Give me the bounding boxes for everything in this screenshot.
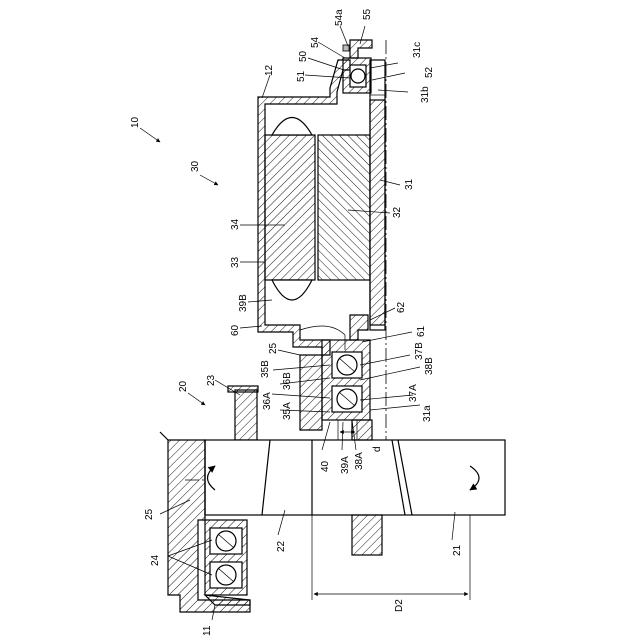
label-37A: 37A: [408, 384, 419, 402]
label-23: 23: [206, 374, 217, 386]
label-51: 51: [296, 70, 307, 82]
label-39A: 39A: [340, 456, 351, 474]
label-52: 52: [424, 66, 435, 78]
label-25-bottom: 25: [144, 508, 155, 520]
housing-bracket: [228, 355, 322, 440]
intermediate-bearings: [322, 340, 370, 420]
label-60: 60: [230, 324, 241, 336]
label-22: 22: [276, 540, 287, 552]
label-24: 24: [150, 554, 161, 566]
label-61: 61: [416, 325, 427, 337]
label-20: 20: [178, 380, 189, 392]
label-31b: 31b: [420, 86, 431, 103]
rotor: [318, 135, 370, 280]
stator: [265, 135, 315, 280]
label-38B: 38B: [424, 357, 435, 375]
bottom-bearings: [205, 520, 250, 605]
label-54: 54: [310, 36, 321, 48]
label-38A: 38A: [354, 452, 365, 470]
motor-shaft: [370, 60, 385, 330]
label-d: d: [372, 446, 383, 452]
label-30: 30: [190, 160, 201, 172]
label-39B: 39B: [238, 294, 249, 312]
label-33: 33: [230, 256, 241, 268]
label-31c: 31c: [412, 42, 423, 58]
label-54a: 54a: [334, 9, 345, 26]
label-50: 50: [298, 50, 309, 62]
label-11: 11: [202, 625, 213, 636]
label-12: 12: [264, 64, 275, 76]
label-55: 55: [362, 8, 373, 20]
label-35B: 35B: [260, 360, 271, 378]
label-25-top: 25: [268, 342, 279, 354]
label-35A: 35A: [282, 402, 293, 420]
label-10: 10: [130, 116, 141, 128]
label-40: 40: [320, 460, 331, 472]
coil-end-top: [272, 118, 312, 136]
label-32: 32: [392, 206, 403, 218]
label-36A: 36A: [262, 392, 273, 410]
d2-dimension: [312, 515, 470, 600]
label-62: 62: [396, 301, 407, 313]
label-21: 21: [452, 544, 463, 556]
label-D2: D2: [394, 599, 405, 612]
top-bearing: [343, 40, 372, 93]
label-36B: 36B: [282, 372, 293, 390]
coil-end-bottom: [272, 280, 312, 300]
label-34: 34: [230, 218, 241, 230]
label-31a: 31a: [422, 405, 433, 422]
label-31: 31: [404, 178, 415, 190]
